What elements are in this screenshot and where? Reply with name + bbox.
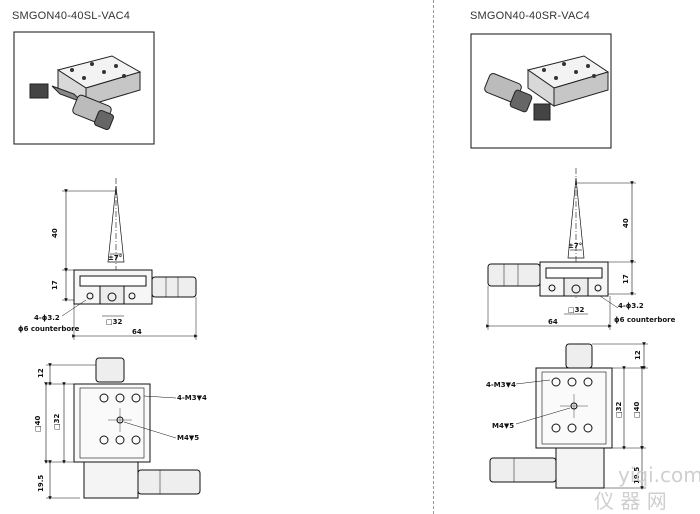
right-isometric-view (470, 33, 612, 149)
right-dim-64: 64 (548, 318, 558, 326)
left-side-32: □32 (53, 414, 61, 430)
left-dim-64: 64 (132, 328, 142, 336)
right-angle-label: ±7° (568, 242, 582, 250)
right-model-title: SMGON40-40SR-VAC4 (470, 10, 590, 22)
watermark-domain: yiqi.com (618, 463, 700, 487)
left-dim-12: 12 (37, 368, 45, 378)
left-dim-40: 40 (51, 228, 59, 238)
left-hole-label: 4-ϕ3.2 (34, 314, 60, 322)
right-side-view (486, 168, 636, 330)
left-angle-label: ±7° (108, 254, 122, 262)
right-top-view (489, 342, 648, 490)
right-dim-12: 12 (634, 350, 642, 360)
left-square-40: □40 (34, 416, 42, 432)
left-side-view (61, 178, 198, 340)
left-isometric-view (13, 31, 155, 145)
right-thread-m4: M4▼5 (492, 422, 514, 430)
right-counterbore-label: ϕ6 counterbore (614, 316, 676, 324)
right-thread-m3: 4-M3▼4 (486, 381, 516, 389)
right-dim-40: 40 (622, 218, 630, 228)
right-hole-label: 4-ϕ3.2 (618, 302, 644, 310)
right-dim-19-5: 19.5 (633, 467, 641, 484)
right-side-32: □32 (615, 402, 623, 418)
column-divider (433, 0, 434, 514)
left-top-view (44, 357, 201, 500)
left-thread-m3: 4-M3▼4 (177, 394, 207, 402)
left-dim-19-5: 19.5 (37, 475, 45, 492)
right-square-40: □40 (633, 402, 641, 418)
left-dim-17: 17 (51, 280, 59, 290)
watermark-cn: 仪 器 网 (594, 489, 667, 513)
left-thread-m4: M4▼5 (177, 434, 199, 442)
right-dim-17: 17 (622, 274, 630, 284)
left-square-32: □32 (106, 318, 122, 326)
left-counterbore-label: ϕ6 counterbore (18, 325, 80, 333)
right-square-32: □32 (568, 306, 584, 314)
left-model-title: SMGON40-40SL-VAC4 (12, 10, 131, 22)
